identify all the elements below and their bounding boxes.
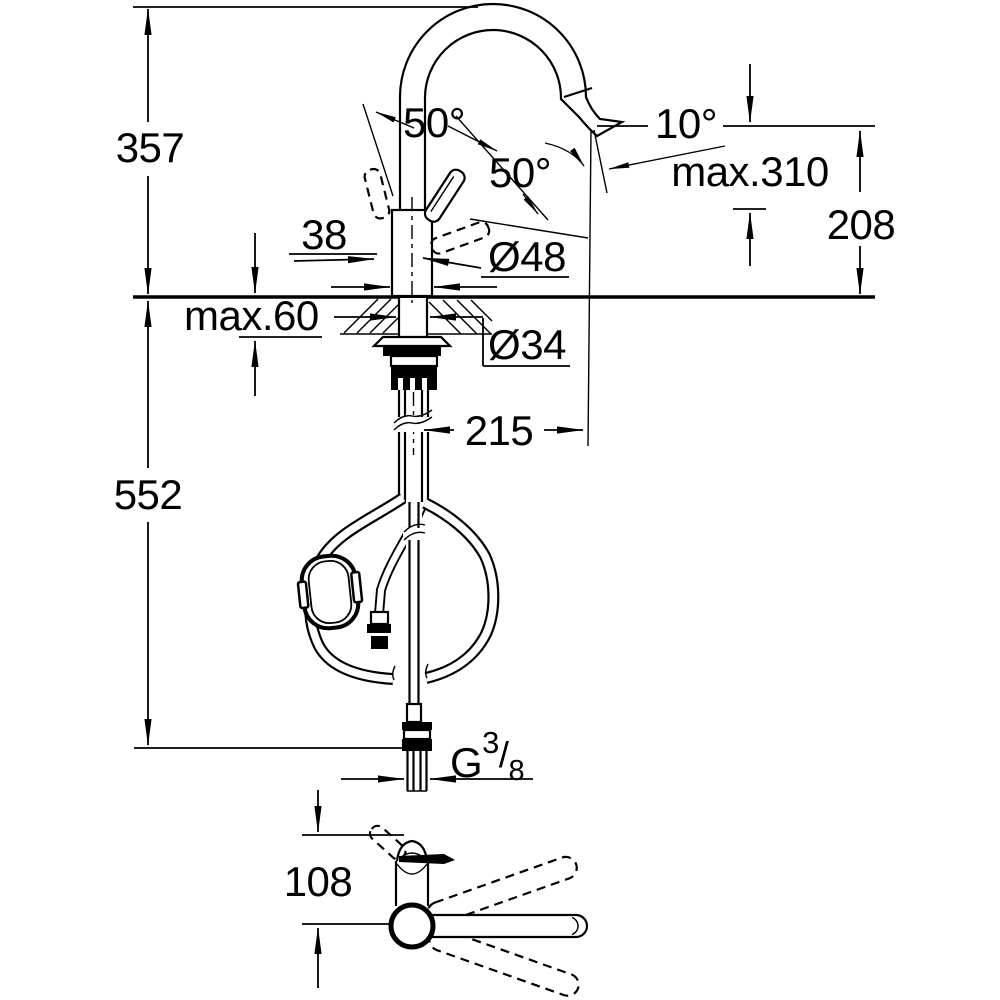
pullout-hose [403,502,426,712]
spout-top-view [418,913,589,939]
lever-top-view [399,854,455,864]
dim-shank-diameter: Ø34 [488,321,566,368]
outlet-vertical-reference [587,129,592,447]
mounting-shank [397,297,429,337]
dim-supply-thread: G3/8 [450,725,524,787]
lever-position-left [363,167,391,220]
dim-outlet-height: 208 [827,201,896,248]
faucet-front-view [363,2,626,303]
hose-bundle [393,390,433,502]
dim-outlet-angle: 10° [655,100,717,147]
dim-handle-swing-angle: 50° [403,99,465,146]
dimensions: 357 552 208 10° max.310 50° 50° [114,6,896,988]
dim-front-offset: 38 [301,211,347,258]
dim-body-diameter: Ø48 [488,233,566,280]
lever-handle [423,168,466,223]
dim-top-view-offset: 108 [284,858,353,905]
outlet-angle-line [593,129,608,194]
dim-depth-below-counter: 552 [114,471,183,518]
lever-top-view-raised [368,824,407,861]
faucet-top-view [368,824,589,997]
supply-connection-fitting [402,702,432,792]
hose-counterweight [296,553,364,631]
lever-position-right [430,220,491,255]
dim-spout-tilt-angle: 50° [489,149,551,196]
dim-height-above-counter: 357 [116,124,185,171]
spout-gooseneck [398,2,626,213]
pullout-head-joint [563,86,593,99]
dim-max-counter-thickness: max.60 [184,292,319,339]
swivel-base-top-view [388,902,436,950]
dim-max-height: max.310 [671,148,829,195]
dim-spout-reach: 215 [465,407,534,454]
mounting-nut [371,335,453,390]
